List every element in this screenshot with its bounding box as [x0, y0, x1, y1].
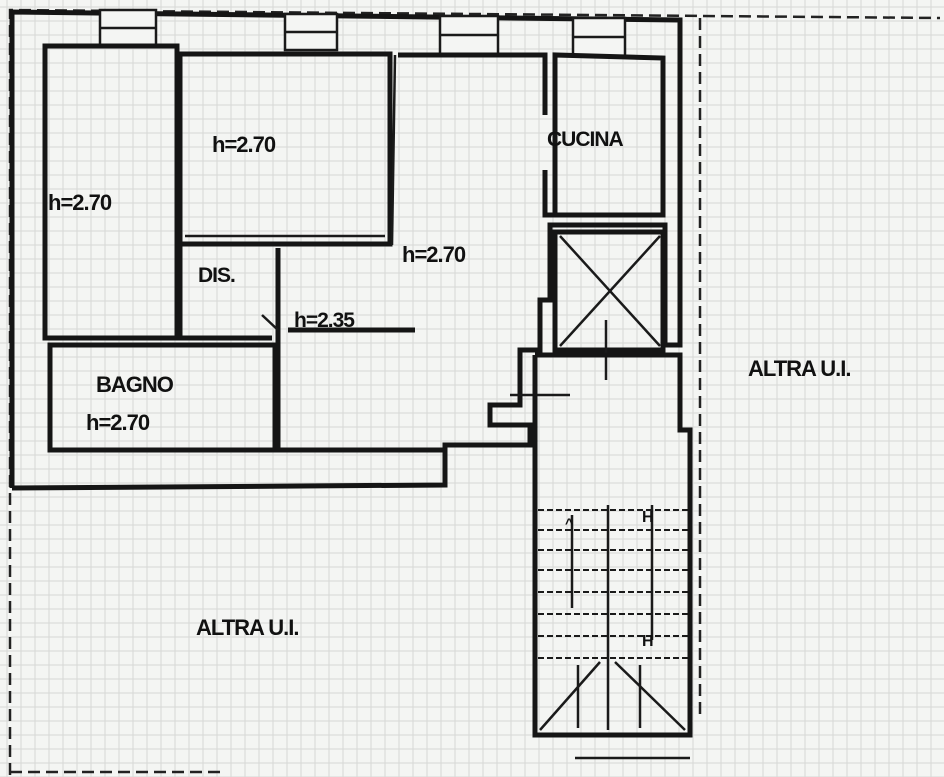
kitchen-name-label: CUCINA [547, 128, 623, 151]
bedroom-top-height-label: h=2.70 [212, 132, 276, 157]
stair-up-arrow: ^ [565, 515, 573, 531]
bathroom-name-label: BAGNO [96, 372, 174, 397]
bathroom-height-label: h=2.70 [86, 410, 150, 435]
corridor-height-label: h=2.35 [294, 309, 355, 332]
apartment-perimeter [9, 9, 683, 491]
other-unit-right-label: ALTRA U.I. [748, 356, 850, 381]
top-windows [98, 8, 627, 58]
living-height-label: h=2.70 [402, 242, 466, 267]
corridor-name-label: DIS. [198, 264, 235, 287]
bedroom-left-height-label: h=2.70 [48, 190, 112, 215]
stair-mark-bottom: H [642, 633, 653, 650]
stairwell [532, 352, 693, 760]
other-unit-bottom-label: ALTRA U.I. [196, 615, 298, 640]
stair-mark-top: H [642, 509, 653, 526]
interior-walls [42, 43, 666, 453]
